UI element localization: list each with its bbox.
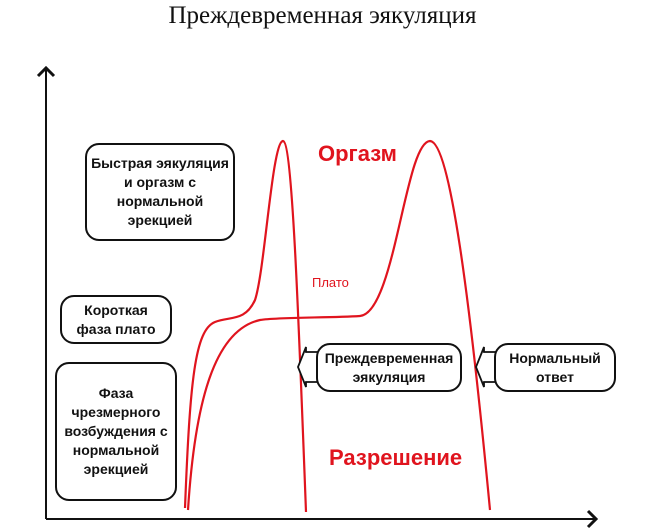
excitement-box: Фаза чрезмерного возбуждения с нормально…	[55, 362, 177, 501]
premature-curve	[183, 139, 308, 513]
normal-curve	[186, 139, 492, 511]
short-plateau-box: Короткая фаза плато	[60, 295, 172, 344]
premature-box: Преждевременная эякуляция	[316, 343, 462, 392]
fast-ejaculation-box: Быстрая эякуляция и оргазм с нормальной …	[85, 143, 235, 241]
arrow-icon	[297, 346, 318, 388]
orgasm-label: Оргазм	[318, 141, 397, 166]
resolution-label: Разрешение	[329, 445, 463, 470]
plateau-label: Плато	[312, 275, 349, 290]
normal-response-box: Нормальный ответ	[494, 343, 616, 392]
diagram-title: Преждевременная эякуляция	[168, 2, 477, 29]
arrow-icon	[475, 346, 496, 388]
